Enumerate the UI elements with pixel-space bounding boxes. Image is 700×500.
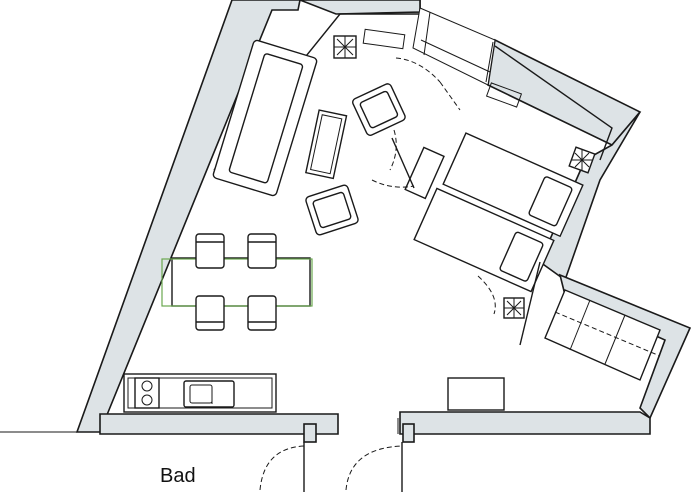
dining-chair	[247, 295, 277, 331]
sofa	[212, 39, 318, 197]
radiator-1	[362, 28, 406, 50]
door-swings	[371, 57, 496, 315]
plant-icon	[333, 35, 357, 59]
plant-icon	[568, 146, 596, 174]
coffee-table	[305, 109, 348, 180]
wall-bottom-left	[99, 413, 339, 435]
dining-chair	[247, 233, 277, 269]
armchair	[305, 184, 359, 236]
radiator-2	[485, 82, 523, 108]
wall-bottom-right	[399, 411, 651, 435]
dining-chair	[195, 295, 225, 331]
wardrobe	[519, 261, 661, 381]
rug	[447, 377, 505, 411]
sink	[183, 380, 235, 408]
armchair	[352, 83, 406, 136]
dining-table	[161, 257, 313, 307]
dining-chair	[195, 233, 225, 269]
bed	[442, 132, 584, 238]
wall-top-right	[487, 38, 642, 146]
bed	[413, 187, 555, 293]
stove	[134, 377, 160, 409]
bathroom-doors	[259, 418, 403, 492]
door-jamb-left	[303, 423, 317, 443]
door-jamb-right	[402, 423, 415, 443]
wall-top-upper	[299, 0, 421, 15]
room-label-bath: Bad	[160, 465, 196, 487]
plant-icon	[503, 297, 525, 319]
nightstand	[404, 146, 445, 200]
window-top	[412, 7, 496, 86]
